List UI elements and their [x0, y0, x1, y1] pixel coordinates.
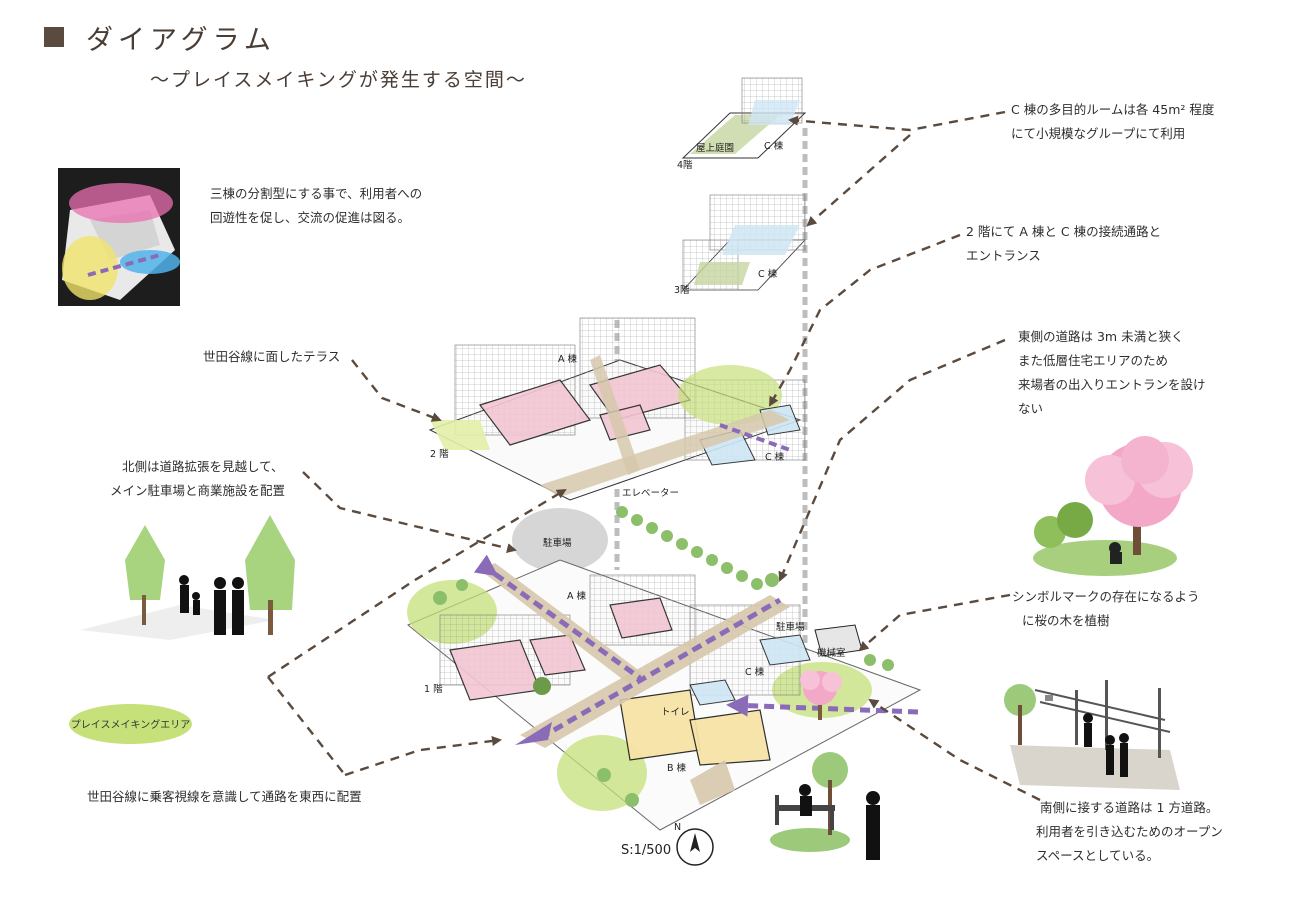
floor-3-plan: [682, 194, 806, 291]
page-title: ダイアグラム: [86, 25, 276, 56]
note-split-plan-line2: 回遊性を促し、交流の促進は図る。: [210, 210, 411, 225]
note-c-building-line1: C 棟の多目的ルームは各 45m² 程度: [1011, 102, 1215, 117]
note-2f-connection-line1: 2 階にて A 棟と C 棟の接続通路と: [966, 224, 1162, 239]
floor-4-plan: [681, 77, 807, 159]
title-square-icon: [44, 27, 64, 47]
label-4f: 4階: [677, 160, 693, 171]
note-east-road-line3: 来場者の出入りエントランを設け: [1018, 377, 1206, 392]
note-east-road-line1: 東側の道路は 3m 未満と狭く: [1018, 329, 1184, 344]
note-2f-connection-line2: エントランス: [966, 248, 1041, 263]
label-1f-c-building: C 棟: [745, 667, 765, 678]
note-north-line1: 北側は道路拡張を見越して、: [122, 459, 284, 474]
cherry-tree-illustration: [1033, 436, 1193, 576]
label-machine-room: 機械室: [817, 648, 846, 659]
note-south-line2: 利用者を引き込むためのオープン: [1036, 824, 1223, 839]
label-elevator: エレベーター: [622, 488, 680, 499]
label-2f-a-building: A 棟: [558, 354, 578, 365]
street-trees: [433, 506, 894, 807]
note-terrace: 世田谷線に面したテラス: [203, 349, 341, 364]
cherry-tree-icon: [800, 670, 842, 720]
label-1f: 1 階: [424, 684, 443, 695]
note-south-line1: 南側に接する道路は 1 方道路。: [1040, 800, 1219, 815]
label-3f: 3階: [674, 285, 690, 296]
note-c-building-line2: にて小規模なグループにて利用: [1011, 126, 1186, 141]
note-east-west: 世田谷線に乗客視線を意識して通路を東西に配置: [87, 789, 362, 804]
label-1f-parking: 駐車場: [776, 622, 805, 633]
label-4f-c-building: C 棟: [764, 141, 784, 152]
label-3f-c-building: C 棟: [758, 269, 778, 280]
floor-1-plan: [407, 554, 922, 831]
legend-placemaking-swatch: [69, 704, 192, 744]
north-compass-icon: [676, 828, 714, 866]
pergola-illustration: [1004, 680, 1180, 790]
bench-people-illustration: [770, 752, 880, 860]
note-symbol-line1: シンボルマークの存在になるよう: [1012, 589, 1200, 604]
parking-oval: [512, 508, 608, 572]
note-symbol-line2: に桜の木を植樹: [1022, 613, 1110, 628]
legend-placemaking-label: プレイスメイキングエリア: [70, 720, 191, 731]
north-label: N: [674, 822, 682, 833]
label-main-parking: 駐車場: [543, 538, 572, 549]
callout-arrows: [267, 110, 1041, 802]
label-toilet: トイレ: [661, 707, 690, 718]
people-trees-illustration: [80, 515, 295, 640]
note-split-plan-line1: 三棟の分割型にする事で、利用者への: [210, 186, 423, 201]
label-2f-c-building: C 棟: [765, 452, 785, 463]
note-north-line2: メイン駐車場と商業施設を配置: [110, 483, 286, 498]
scale-label: S:1/500: [621, 843, 672, 858]
label-2f: 2 階: [430, 449, 449, 460]
page-subtitle: ～プレイスメイキングが発生する空間～: [150, 69, 527, 91]
model-photo: [58, 168, 180, 306]
label-1f-a-building: A 棟: [567, 591, 587, 602]
label-roof-garden: 屋上庭園: [696, 143, 735, 154]
label-1f-b-building: B 棟: [667, 763, 687, 774]
floor-2-plan: [428, 317, 806, 501]
note-east-road-line4: ない: [1018, 401, 1044, 416]
note-east-road-line2: また低層住宅エリアのため: [1018, 353, 1169, 368]
note-south-line3: スペースとしている。: [1036, 848, 1160, 863]
